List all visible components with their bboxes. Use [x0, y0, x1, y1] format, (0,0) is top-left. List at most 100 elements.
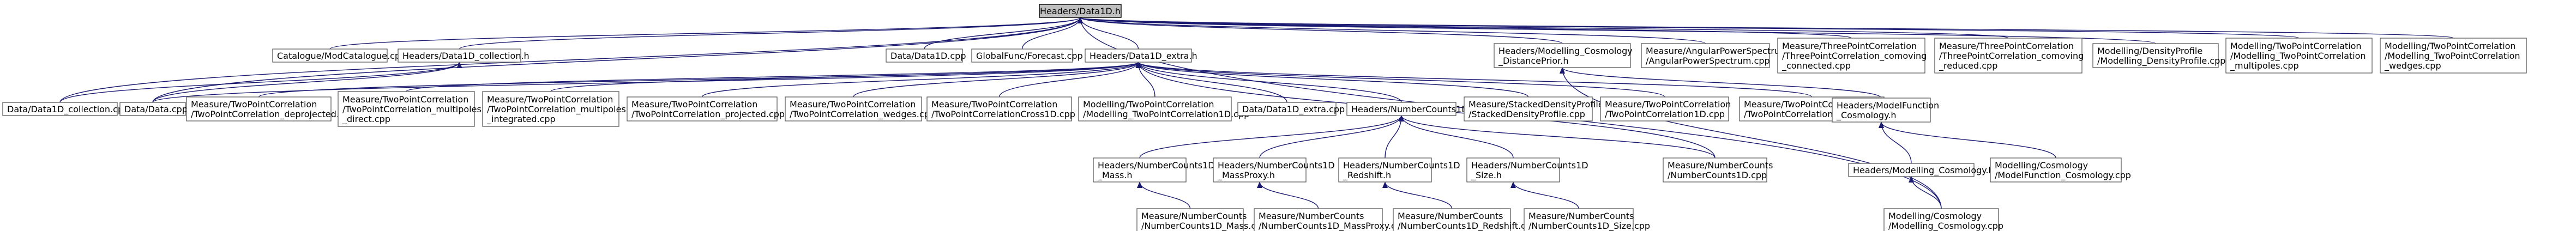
node-box [1085, 48, 1192, 63]
node-label: Headers/NumberCounts1D.h [1351, 104, 1477, 114]
node-box [1832, 98, 1931, 123]
graph-node[interactable]: Modelling/TwoPointCorrelation/Modelling_… [1078, 96, 1249, 121]
node-box [1237, 102, 1337, 116]
edge-layer [59, 17, 2454, 209]
graph-node[interactable]: Modelling/TwoPointCorrelation/Modelling_… [2380, 38, 2527, 74]
node-label: Modelling/TwoPointCorrelation [2385, 41, 2516, 51]
node-box [482, 91, 619, 127]
node-label: Modelling/TwoPointCorrelation [1083, 99, 1214, 110]
node-label: Measure/NumberCounts [1141, 211, 1247, 221]
graph-node[interactable]: Measure/NumberCounts/NumberCounts1D_Mass… [1136, 208, 1267, 231]
node-label: _DistancePrior.h [1498, 56, 1568, 66]
graph-node[interactable]: Headers/NumberCounts1D.h [1346, 102, 1477, 116]
node-label: /TwoPointCorrelation_multipoles [487, 104, 626, 115]
edge-n9-to-n0 [1078, 17, 2009, 39]
edge-n18-to-n5 [701, 62, 1141, 98]
graph-node[interactable]: Headers/Modelling_Cosmology_DistancePrio… [1494, 43, 1633, 68]
root-node[interactable]: Headers/Data1D.h [1039, 4, 1122, 18]
graph-node[interactable]: Headers/Data1D_extra.h [1085, 48, 1197, 63]
graph-node[interactable]: Measure/ThreePointCorrelation/ThreePoint… [1777, 38, 1927, 74]
edge-n29-to-n23 [1259, 115, 1404, 159]
edge-n38-to-n31 [1510, 181, 1579, 209]
node-label: Modelling/Cosmology [1995, 160, 2088, 171]
edge-n13-to-n0 [59, 17, 1083, 103]
graph-node[interactable]: GlobalFunc/Forecast.cpp [971, 48, 1083, 63]
graph-node[interactable]: Measure/TwoPointCorrelation/TwoPointCorr… [338, 91, 482, 127]
node-box [1346, 102, 1456, 116]
graph-node[interactable]: Measure/TwoPointCorrelation/TwoPointCorr… [785, 96, 935, 121]
node-label: _Redshift.h [1343, 170, 1391, 181]
edge-n1-to-n0 [329, 17, 1083, 50]
graph-node[interactable]: Measure/TwoPointCorrelation/TwoPointCorr… [627, 96, 785, 121]
graph-node[interactable]: Measure/ThreePointCorrelation/ThreePoint… [1934, 38, 2084, 74]
node-label: Measure/ThreePointCorrelation [1782, 41, 1917, 51]
edge-n13-to-n2 [59, 62, 462, 103]
graph-node[interactable]: Catalogue/ModCatalogue.cpp [272, 48, 406, 63]
edge-n2-to-n0 [459, 17, 1083, 50]
edge-n10-to-n0 [1078, 17, 2156, 44]
node-label: Measure/TwoPointCorrelation [931, 99, 1057, 110]
graph-node[interactable]: Data/Data1D.cpp [886, 48, 966, 63]
node-label: Measure/TwoPointCorrelation [1605, 99, 1731, 110]
node-label: Headers/NumberCounts1D [1218, 160, 1335, 171]
node-label: Headers/Data1D_extra.h [1090, 51, 1197, 62]
node-box [1494, 43, 1631, 68]
graph-node[interactable]: Modelling/Cosmology/ModelFunction_Cosmol… [1990, 157, 2131, 183]
graph-node[interactable]: Measure/NumberCounts/NumberCounts1D_Size… [1524, 208, 1650, 231]
graph-node[interactable]: Headers/Modelling_Cosmology.h [1848, 163, 1994, 177]
node-box [1254, 208, 1383, 231]
edge-n6-to-n0 [1078, 17, 1563, 44]
node-label: Measure/TwoPointCorrelation [191, 99, 317, 110]
node-label: GlobalFunc/Forecast.cpp [976, 51, 1083, 61]
node-label: Data/Data.cpp [124, 104, 188, 114]
node-label: /TwoPointCorrelation_wedges.cpp [790, 109, 935, 120]
node-box [1078, 96, 1232, 121]
node-label: Data/Data1D.cpp [890, 51, 966, 61]
node-label: _Size.h [1471, 170, 1502, 181]
edge-n20-to-n5 [998, 62, 1141, 98]
graph-node[interactable]: Headers/Data1D_collection.h [398, 48, 529, 63]
node-box [2092, 43, 2219, 68]
node-label: Headers/Data1D.h [1040, 6, 1121, 16]
node-label: /ModelFunction_Cosmology.cpp [1995, 170, 2131, 181]
graph-node[interactable]: Measure/NumberCounts/NumberCounts1D_Mass… [1254, 208, 1407, 231]
node-box [1464, 96, 1593, 121]
node-label: /NumberCounts1D_MassProxy.cpp [1259, 221, 1407, 231]
graph-node[interactable]: Modelling/DensityProfile/Modelling_Densi… [2092, 43, 2225, 68]
node-label: /ThreePointCorrelation_comoving [1939, 51, 2084, 62]
graph-node[interactable]: Headers/NumberCounts1D_MassProxy.h [1213, 157, 1335, 183]
node-box [1641, 43, 1770, 68]
edge-n19-to-n5 [853, 62, 1141, 98]
edge-n35-to-n28 [1137, 181, 1191, 209]
graph-node[interactable]: Modelling/Cosmology/Modelling_Cosmology.… [1883, 208, 2003, 231]
node-label: Headers/ModelFunction [1837, 100, 1939, 111]
graph-node[interactable]: Headers/NumberCounts1D_Redshift.h [1338, 157, 1460, 183]
graph-node[interactable]: Measure/AngularPowerSpectrum/AngularPowe… [1641, 43, 1789, 68]
graph-node[interactable]: Measure/NumberCounts/NumberCounts1D.cpp [1663, 157, 1773, 183]
graph-node[interactable]: Measure/TwoPointCorrelation/TwoPointCorr… [1600, 96, 1731, 121]
node-label: Measure/TwoPointCorrelation [342, 94, 468, 105]
node-box [1883, 208, 1999, 231]
node-label: Measure/NumberCounts [1528, 211, 1634, 221]
node-label: Data/Data1D_collection.cpp [7, 104, 129, 115]
graph-node[interactable]: Headers/NumberCounts1D_Mass.h [1093, 157, 1215, 183]
graph-node[interactable]: Measure/NumberCounts/NumberCounts1D_Reds… [1393, 208, 1537, 231]
graph-node[interactable]: Data/Data1D_collection.cpp [2, 102, 129, 116]
graph-node[interactable]: Measure/StackedDensityProfile/StackedDen… [1464, 96, 1604, 121]
edge-n32-to-n23 [1399, 115, 1716, 159]
node-label: Measure/TwoPointCorrelation [487, 94, 613, 105]
graph-node[interactable]: Measure/TwoPointCorrelation/TwoPointCorr… [482, 91, 626, 127]
graph-node[interactable]: Modelling/TwoPointCorrelation/Modelling_… [2225, 38, 2373, 74]
graph-node[interactable]: Measure/TwoPointCorrelation/TwoPointCorr… [926, 96, 1075, 121]
node-label: /Modelling_TwoPointCorrelation1D.cpp [1083, 109, 1249, 120]
node-label: _integrated.cpp [486, 114, 556, 125]
node-label: /StackedDensityProfile.cpp [1468, 109, 1585, 119]
node-label: /Modelling_TwoPointCorrelation [2230, 51, 2366, 62]
graph-node[interactable]: Headers/ModelFunction_Cosmology.h [1832, 98, 1939, 123]
graph-node[interactable]: Data/Data.cpp [119, 102, 188, 116]
node-box [886, 48, 963, 63]
graph-node[interactable]: Data/Data1D_extra.cpp [1237, 102, 1345, 116]
graph-node[interactable]: Headers/NumberCounts1D_Size.h [1466, 157, 1588, 183]
graph-node[interactable]: Measure/TwoPointCorrelation/TwoPointCorr… [186, 96, 355, 121]
